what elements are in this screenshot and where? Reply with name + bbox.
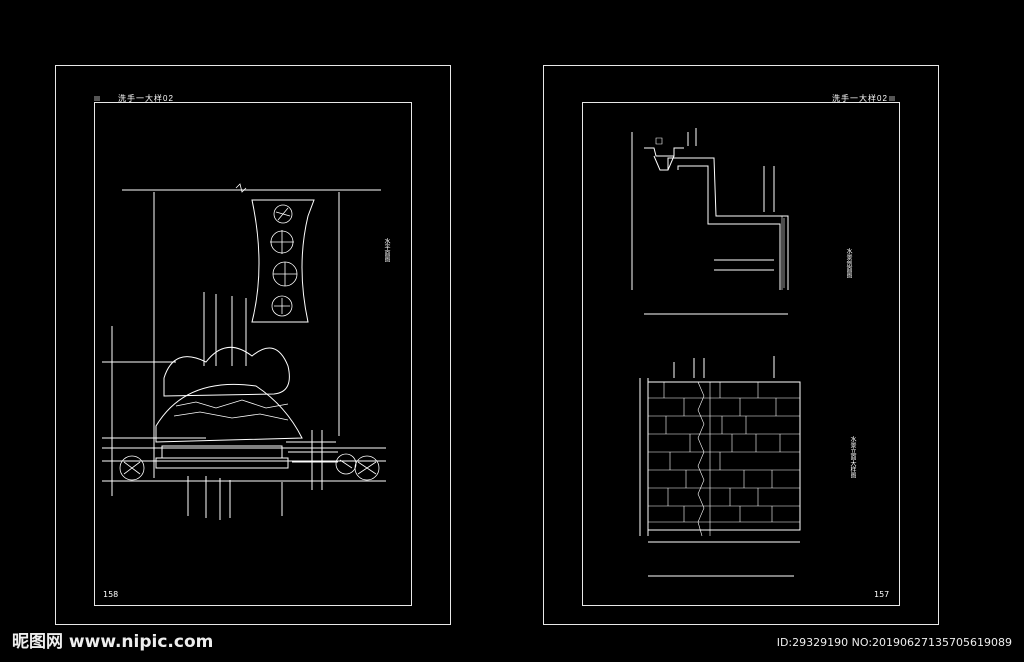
sheet-inner-frame bbox=[94, 102, 412, 606]
drawing-label: 水平面图 bbox=[383, 238, 389, 262]
page-number: 157 bbox=[874, 590, 890, 599]
sheet-title: 洗手一大样02 bbox=[118, 94, 174, 103]
watermark-right: ID:29329190 NO:20190627135705619089 bbox=[776, 636, 1012, 649]
title-marker-icon bbox=[94, 96, 100, 101]
section-label: 水景剖面图 bbox=[845, 248, 851, 278]
elevation-label: 水景立面大样图 bbox=[849, 436, 855, 478]
sheet-inner-frame bbox=[582, 102, 900, 606]
drawing-sheet-left: 洗手一大样02 158 水平面图 bbox=[55, 65, 451, 625]
page-number: 158 bbox=[103, 590, 119, 599]
watermark-left: 昵图网 www.nipic.com bbox=[12, 632, 214, 652]
sheet-title: 洗手一大样02 bbox=[832, 94, 888, 103]
drawing-sheet-right: 洗手一大样02 157 水景剖面图 水景立面大样图 bbox=[543, 65, 939, 625]
plan-drawing bbox=[102, 183, 386, 520]
section-drawing bbox=[631, 128, 801, 577]
title-marker-icon bbox=[889, 96, 895, 101]
